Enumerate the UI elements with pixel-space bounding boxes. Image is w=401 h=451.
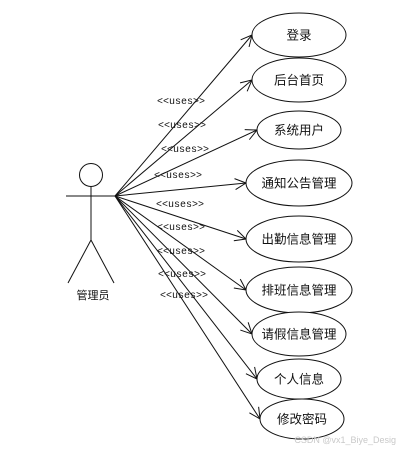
use-case-label: 排班信息管理 <box>261 283 337 298</box>
association-line <box>114 195 261 420</box>
actor-head <box>79 163 103 187</box>
use-case-label: 个人信息 <box>274 372 324 387</box>
association-line <box>114 79 253 197</box>
association-3: <<uses>> <box>114 129 259 197</box>
use-case-9[interactable]: 修改密码 <box>259 398 345 440</box>
uses-label: <<uses>> <box>161 145 209 156</box>
use-case-ellipse <box>245 159 353 207</box>
use-case-ellipse <box>256 110 342 150</box>
use-case-7[interactable]: 请假信息管理 <box>251 311 347 357</box>
actor-figure <box>66 163 116 284</box>
uses-label: <<uses>> <box>156 200 204 211</box>
use-case-label: 后台首页 <box>274 73 324 88</box>
associations: <<uses>> <<uses>> <<uses>> <<uses>> <<uses>>… <box>114 34 261 420</box>
association-line <box>114 195 247 291</box>
use-case-4[interactable]: 通知公告管理 <box>245 159 353 207</box>
use-case-label: 修改密码 <box>277 412 327 427</box>
use-case-5[interactable]: 出勤信息管理 <box>245 215 353 263</box>
uses-label: <<uses>> <box>158 121 206 132</box>
association-4: <<uses>> <box>114 171 248 197</box>
association-line <box>114 195 253 335</box>
use-case-label: 登录 <box>286 28 311 43</box>
uses-label: <<uses>> <box>157 97 205 108</box>
watermark: CSDN @vx1_Biye_Desig <box>294 435 396 445</box>
uses-label: <<uses>> <box>157 223 205 234</box>
association-line <box>114 129 258 197</box>
association-line <box>114 195 247 240</box>
use-case-6[interactable]: 排班信息管理 <box>245 266 353 314</box>
uses-label: <<uses>> <box>160 291 208 302</box>
actor-label: 管理员 <box>77 288 110 302</box>
uses-label: <<uses>> <box>154 171 202 182</box>
use-case-label: 出勤信息管理 <box>261 232 337 247</box>
use-case-ellipse <box>245 215 353 263</box>
association-line <box>114 195 258 380</box>
use-case-ellipse <box>259 398 345 440</box>
actor-left-leg <box>67 239 92 284</box>
use-case-label: 请假信息管理 <box>261 327 337 342</box>
use-case-label: 通知公告管理 <box>261 176 337 191</box>
use-case-ellipse <box>251 311 347 357</box>
use-case-8[interactable]: 个人信息 <box>256 358 342 400</box>
uses-label: <<uses>> <box>157 247 205 258</box>
association-7: <<uses>> <box>114 195 253 335</box>
use-case-2[interactable]: 后台首页 <box>251 57 347 103</box>
use-case-ellipse <box>251 12 347 58</box>
actor-right-leg <box>90 239 115 284</box>
uses-label: <<uses>> <box>158 270 206 281</box>
association-line <box>114 34 253 197</box>
association-5: <<uses>> <box>114 195 248 242</box>
use-cases: 登录后台首页系统用户通知公告管理出勤信息管理排班信息管理请假信息管理个人信息修改… <box>245 12 353 440</box>
use-case-label: 系统用户 <box>274 123 324 138</box>
use-case-ellipse <box>251 57 347 103</box>
use-case-3[interactable]: 系统用户 <box>256 110 342 150</box>
use-case-1[interactable]: 登录 <box>251 12 347 58</box>
association-line <box>114 182 247 197</box>
